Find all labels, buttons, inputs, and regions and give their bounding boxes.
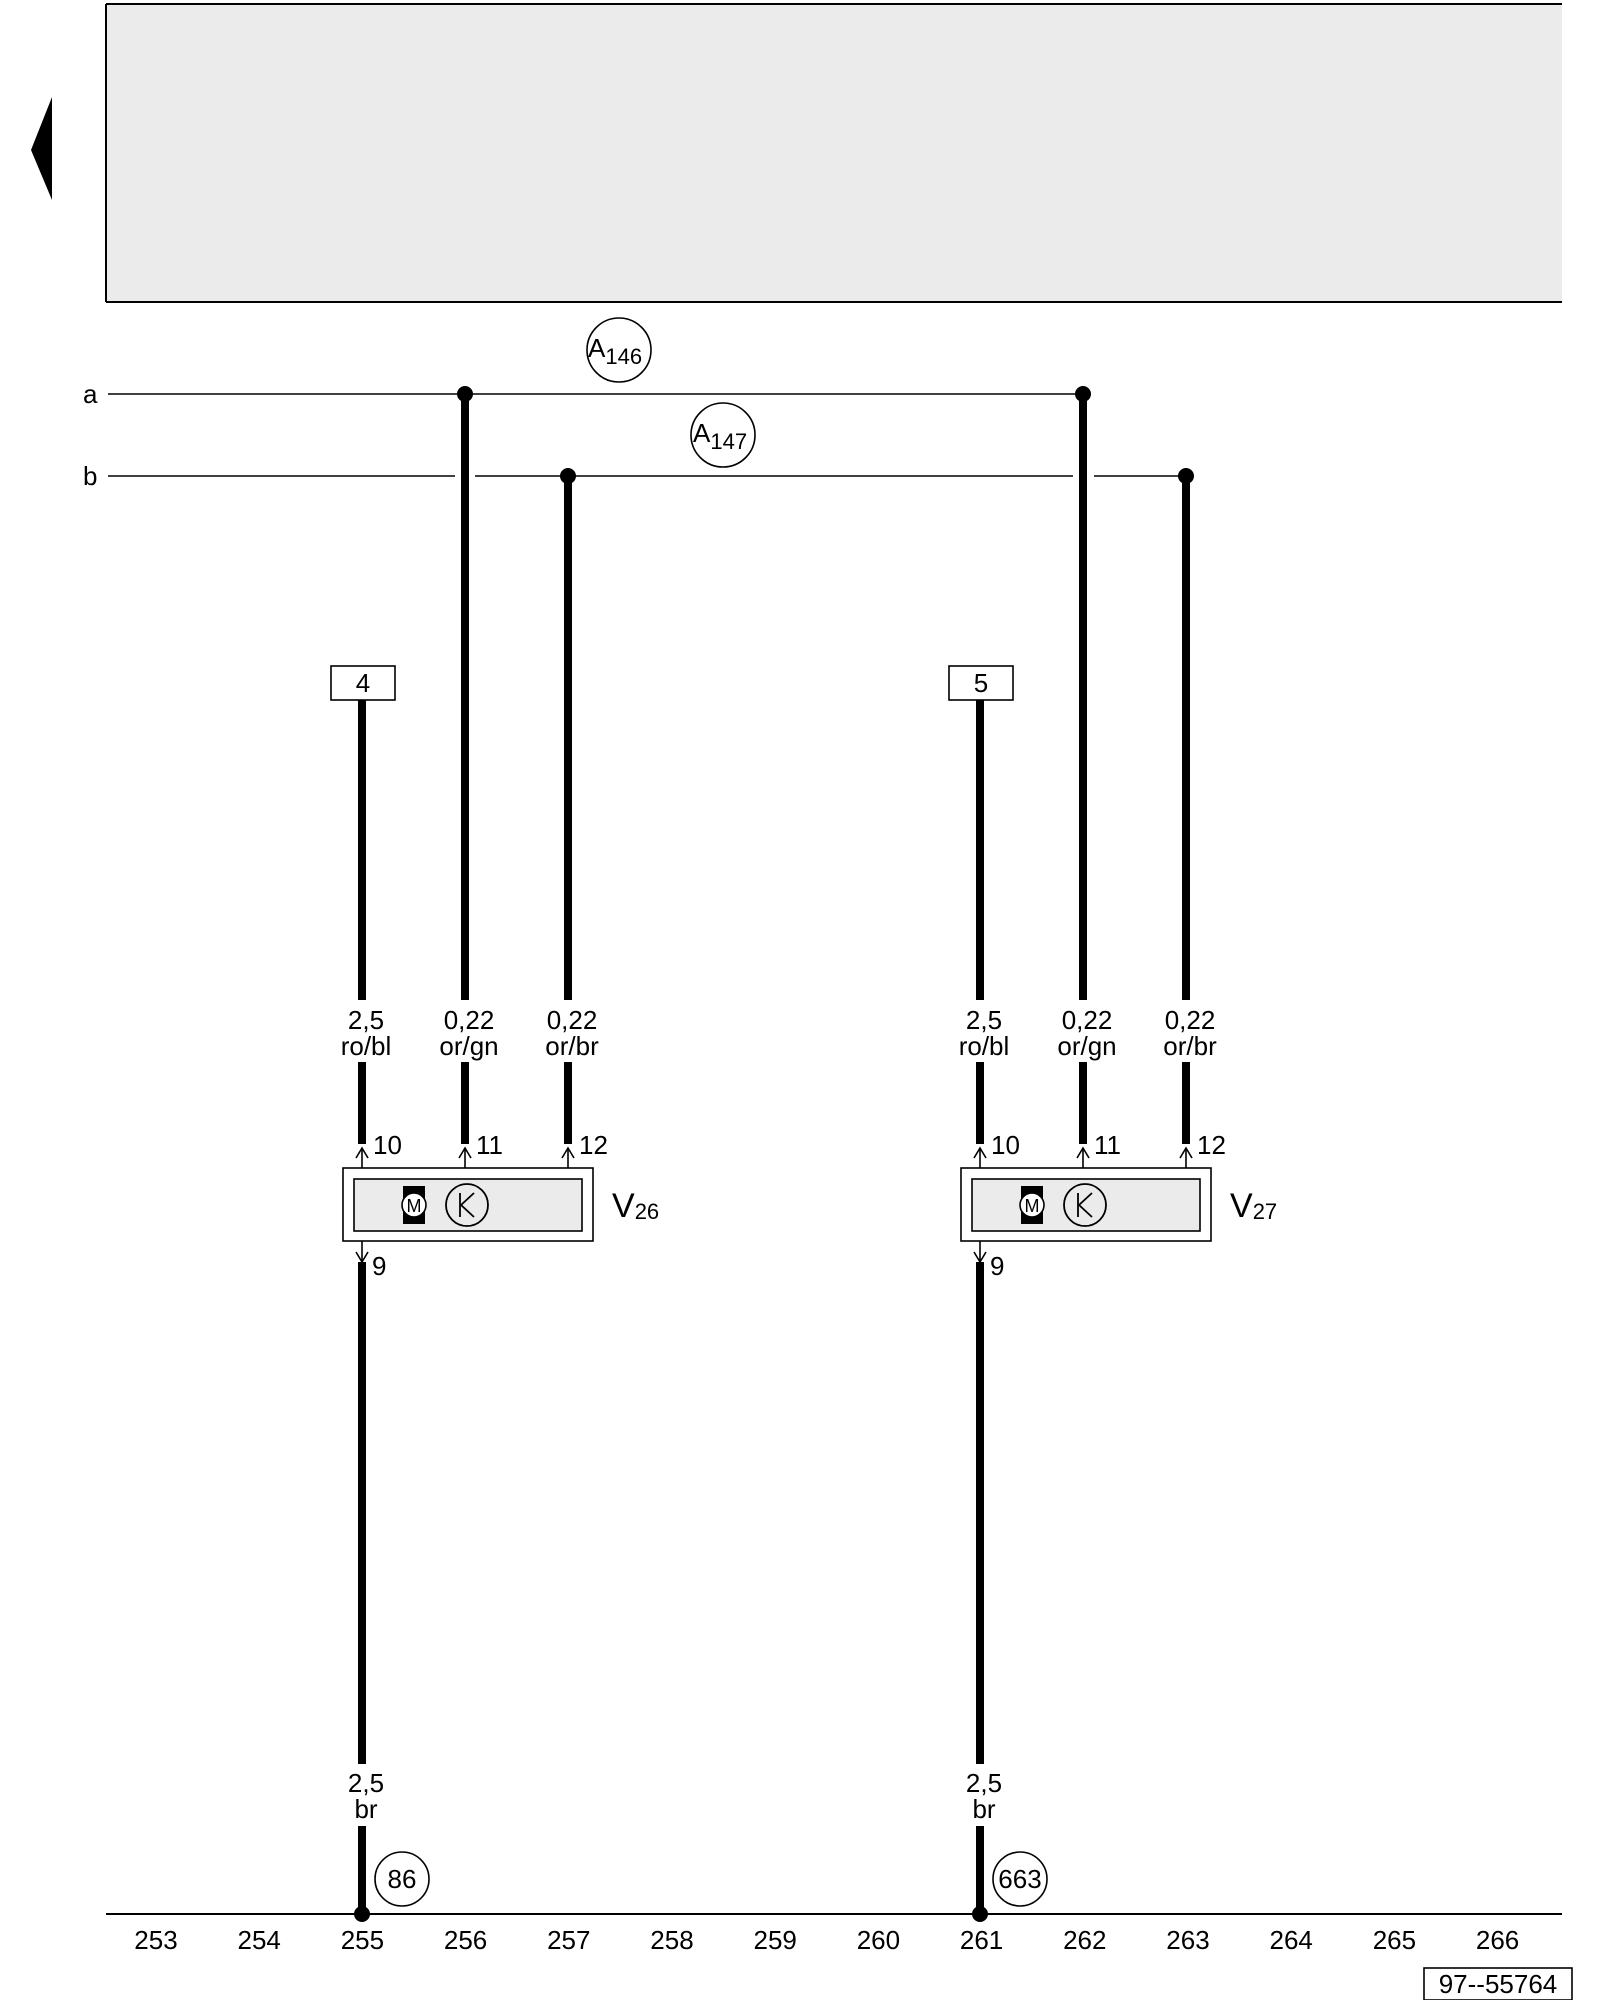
pin-number: 10: [373, 1130, 402, 1160]
component-V27: M: [960, 1167, 1212, 1242]
svg-text:M: M: [407, 1196, 422, 1216]
pin-number: 11: [1094, 1130, 1121, 1160]
track-number: 264: [1270, 1925, 1313, 1955]
track-number: 254: [238, 1925, 281, 1955]
component-label: V27: [1230, 1187, 1277, 1225]
svg-text:663: 663: [998, 1864, 1041, 1894]
component-label: V26: [612, 1187, 659, 1225]
pin-arrow-icon: [973, 1241, 987, 1264]
connector-sub: 147: [710, 429, 747, 454]
pin-number: 12: [579, 1130, 608, 1160]
track-number: 258: [650, 1925, 693, 1955]
pin-number: 11: [476, 1130, 503, 1160]
wire-color-label: ro/bl: [341, 1031, 392, 1061]
drawing-number: 97--55764: [1439, 1969, 1558, 1999]
current-track-numbers: 253 254 255 256 257 258 259 260 261 262 263 264 265 2…: [134, 1925, 1519, 1955]
track-number: 255: [341, 1925, 384, 1955]
wire-color-label: br: [972, 1794, 995, 1824]
wire-color-label: or/gn: [439, 1031, 498, 1061]
wire-size-label: 0,22: [1165, 1005, 1216, 1035]
wire-size-label: 2,5: [966, 1005, 1002, 1035]
track-number: 261: [960, 1925, 1003, 1955]
wire-size-label: 2,5: [348, 1768, 384, 1798]
component-V26: M: [342, 1167, 594, 1242]
track-number: 262: [1063, 1925, 1106, 1955]
track-number: 260: [857, 1925, 900, 1955]
pin-number: 10: [991, 1130, 1020, 1160]
track-number: 259: [754, 1925, 797, 1955]
wire-size-label: 0,22: [1062, 1005, 1113, 1035]
motor-icon: M: [1019, 1186, 1045, 1224]
wire-color-label: or/gn: [1057, 1031, 1116, 1061]
track-number: 266: [1476, 1925, 1519, 1955]
svg-text:A146: A146: [588, 333, 642, 369]
connector-label: A: [693, 418, 711, 448]
header-band: [106, 5, 1562, 302]
bus-label-a: a: [83, 379, 98, 409]
bus-label-b: b: [83, 461, 97, 491]
ground-point-663: 663: [992, 1851, 1048, 1907]
position-sensor-icon: [1063, 1183, 1107, 1227]
svg-text:86: 86: [388, 1864, 417, 1894]
connector-label: A: [588, 333, 606, 363]
pin-number: 12: [1197, 1130, 1226, 1160]
wire-size-label: 0,22: [547, 1005, 598, 1035]
wire-size-label: 0,22: [444, 1005, 495, 1035]
svg-text:M: M: [1025, 1196, 1040, 1216]
ground-point-86: 86: [374, 1851, 430, 1907]
terminal-box-5: 5: [948, 665, 1014, 701]
pin-arrow-icon: [355, 1241, 369, 1264]
svg-text:A147: A147: [693, 418, 747, 454]
motor-icon: M: [401, 1186, 427, 1224]
drawing-number-box: 97--55764: [1423, 1967, 1573, 2000]
connector-sub: 146: [605, 344, 642, 369]
connector-A146: A146: [586, 317, 652, 383]
track-number: 263: [1166, 1925, 1209, 1955]
terminal-label: 4: [356, 668, 370, 698]
position-sensor-icon: [445, 1183, 489, 1227]
wire-size-label: 2,5: [348, 1005, 384, 1035]
wire-color-label: or/br: [545, 1031, 599, 1061]
track-number: 253: [134, 1925, 177, 1955]
triangle-left-icon[interactable]: [31, 97, 52, 200]
track-number: 265: [1373, 1925, 1416, 1955]
pin-number: 9: [372, 1251, 386, 1281]
track-number: 257: [547, 1925, 590, 1955]
wire-color-label: or/br: [1163, 1031, 1217, 1061]
pin-number: 9: [990, 1251, 1004, 1281]
terminal-label: 5: [974, 668, 988, 698]
wire-color-label: ro/bl: [959, 1031, 1010, 1061]
wire-color-label: br: [354, 1794, 377, 1824]
wire-size-label: 2,5: [966, 1768, 1002, 1798]
connector-A147: A147: [690, 402, 756, 468]
track-number: 256: [444, 1925, 487, 1955]
terminal-box-4: 4: [330, 665, 396, 701]
